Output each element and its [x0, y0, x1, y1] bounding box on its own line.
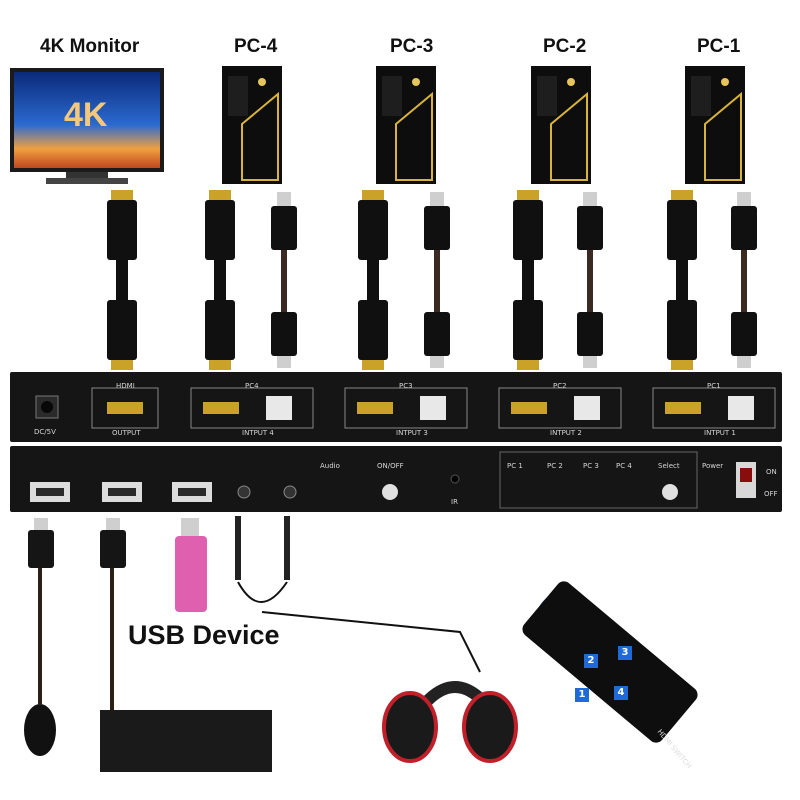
cables-graphic [107, 190, 757, 370]
power-label: Power [702, 462, 724, 470]
rear-panel-ports [35, 387, 776, 429]
usb-cable-pc4 [271, 192, 297, 368]
hdmi-cable-pc1 [667, 190, 697, 370]
front-panel-ports [30, 451, 756, 509]
pc4-label: PC-4 [234, 36, 278, 57]
usb-cable-pc1 [731, 192, 757, 368]
front-pc2-label: PC 2 [547, 462, 563, 470]
pc4-port-bottom-label: INTPUT 4 [242, 429, 274, 437]
front-panel: Audio ON/OFF IR PC 1 PC 2 PC 3 PC 4 Sele… [10, 446, 782, 512]
usb-cable-pc2 [577, 192, 603, 368]
usb-cable-pc3 [424, 192, 450, 368]
remote-key-4[interactable]: 4 [614, 686, 628, 700]
peripherals-graphic [24, 516, 698, 772]
pc2-tower-image [527, 64, 595, 193]
hdmi-cable-pc4 [205, 190, 235, 370]
pc3-port-bottom-label: INTPUT 3 [396, 429, 428, 437]
hdmi-cable-monitor [107, 190, 137, 370]
pc1-label: PC-1 [697, 36, 741, 57]
rear-panel: DC/5V HDMI OUTPUT PC4 INTPUT 4 PC3 INTPU… [10, 372, 782, 442]
pc3-port-top-label: PC3 [399, 382, 413, 390]
pc3-tower-image [372, 64, 440, 193]
remote-key-2[interactable]: 2 [584, 654, 598, 668]
dc-port-label: DC/5V [34, 428, 56, 436]
hdmi-output-top-label: HDMI [116, 382, 135, 390]
usb-device-label: USB Device [128, 620, 280, 650]
pc4-port-top-label: PC4 [245, 382, 259, 390]
pc2-port-top-label: PC2 [553, 382, 567, 390]
select-label: Select [658, 462, 680, 470]
ir-label: IR [451, 498, 458, 506]
pc2-port-bottom-label: INTPUT 2 [550, 429, 582, 437]
pc1-port-top-label: PC1 [707, 382, 721, 390]
front-pc3-label: PC 3 [583, 462, 599, 470]
monitor-image: 4K [8, 64, 168, 190]
audio-label: Audio [320, 462, 340, 470]
hdmi-cable-pc2 [513, 190, 543, 370]
pc1-port-bottom-label: INTPUT 1 [704, 429, 736, 437]
monitor-screen-text: 4K [64, 96, 108, 134]
switch-on-label: ON [766, 468, 777, 476]
pc4-tower-image [218, 64, 286, 193]
remote-key-3[interactable]: 3 [618, 646, 632, 660]
monitor-label: 4K Monitor [40, 36, 140, 57]
front-pc1-label: PC 1 [507, 462, 523, 470]
hdmi-cable-pc3 [358, 190, 388, 370]
switch-off-label: OFF [764, 490, 778, 498]
pc3-label: PC-3 [390, 36, 434, 57]
on-off-label: ON/OFF [377, 462, 404, 470]
front-pc4-label: PC 4 [616, 462, 632, 470]
remote-key-1[interactable]: 1 [575, 688, 589, 702]
output-label: OUTPUT [112, 429, 141, 437]
pc1-tower-image [681, 64, 749, 193]
pc2-label: PC-2 [543, 36, 587, 57]
